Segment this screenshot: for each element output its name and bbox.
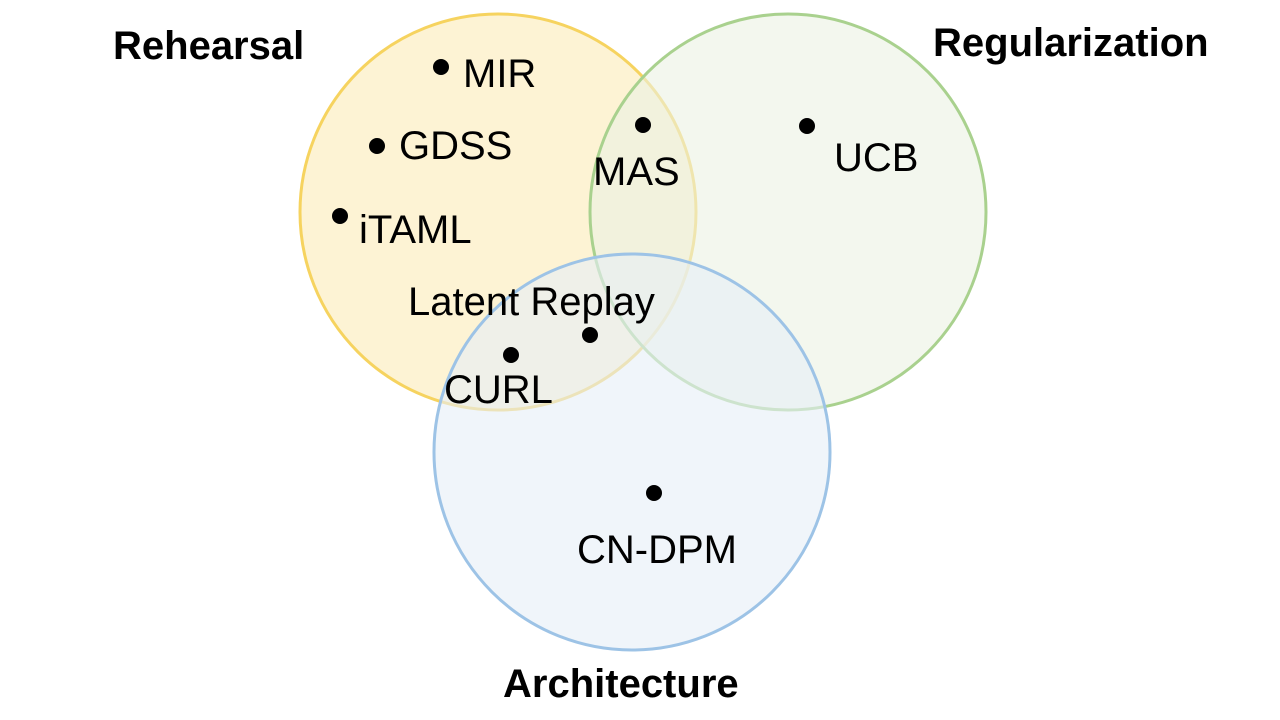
gdss-label: GDSS	[399, 124, 513, 168]
cn-dpm-dot	[646, 485, 662, 501]
architecture-title: Architecture	[503, 662, 739, 706]
regularization-title: Regularization	[933, 21, 1209, 65]
mir-label: MIR	[463, 52, 537, 96]
curl-label: CURL	[444, 368, 553, 412]
rehearsal-title: Rehearsal	[113, 24, 305, 68]
architecture-circle	[432, 252, 832, 652]
mir-dot	[433, 59, 449, 75]
cn-dpm-label: CN-DPM	[577, 528, 737, 572]
curl-dot	[503, 347, 519, 363]
mas-label: MAS	[593, 150, 680, 194]
latent-replay-dot	[582, 327, 598, 343]
gdss-dot	[369, 138, 385, 154]
latent-replay-label: Latent Replay	[408, 280, 655, 324]
itaml-label: iTAML	[359, 208, 472, 252]
ucb-label: UCB	[834, 136, 919, 180]
mas-dot	[635, 117, 651, 133]
itaml-dot	[332, 208, 348, 224]
ucb-dot	[799, 118, 815, 134]
